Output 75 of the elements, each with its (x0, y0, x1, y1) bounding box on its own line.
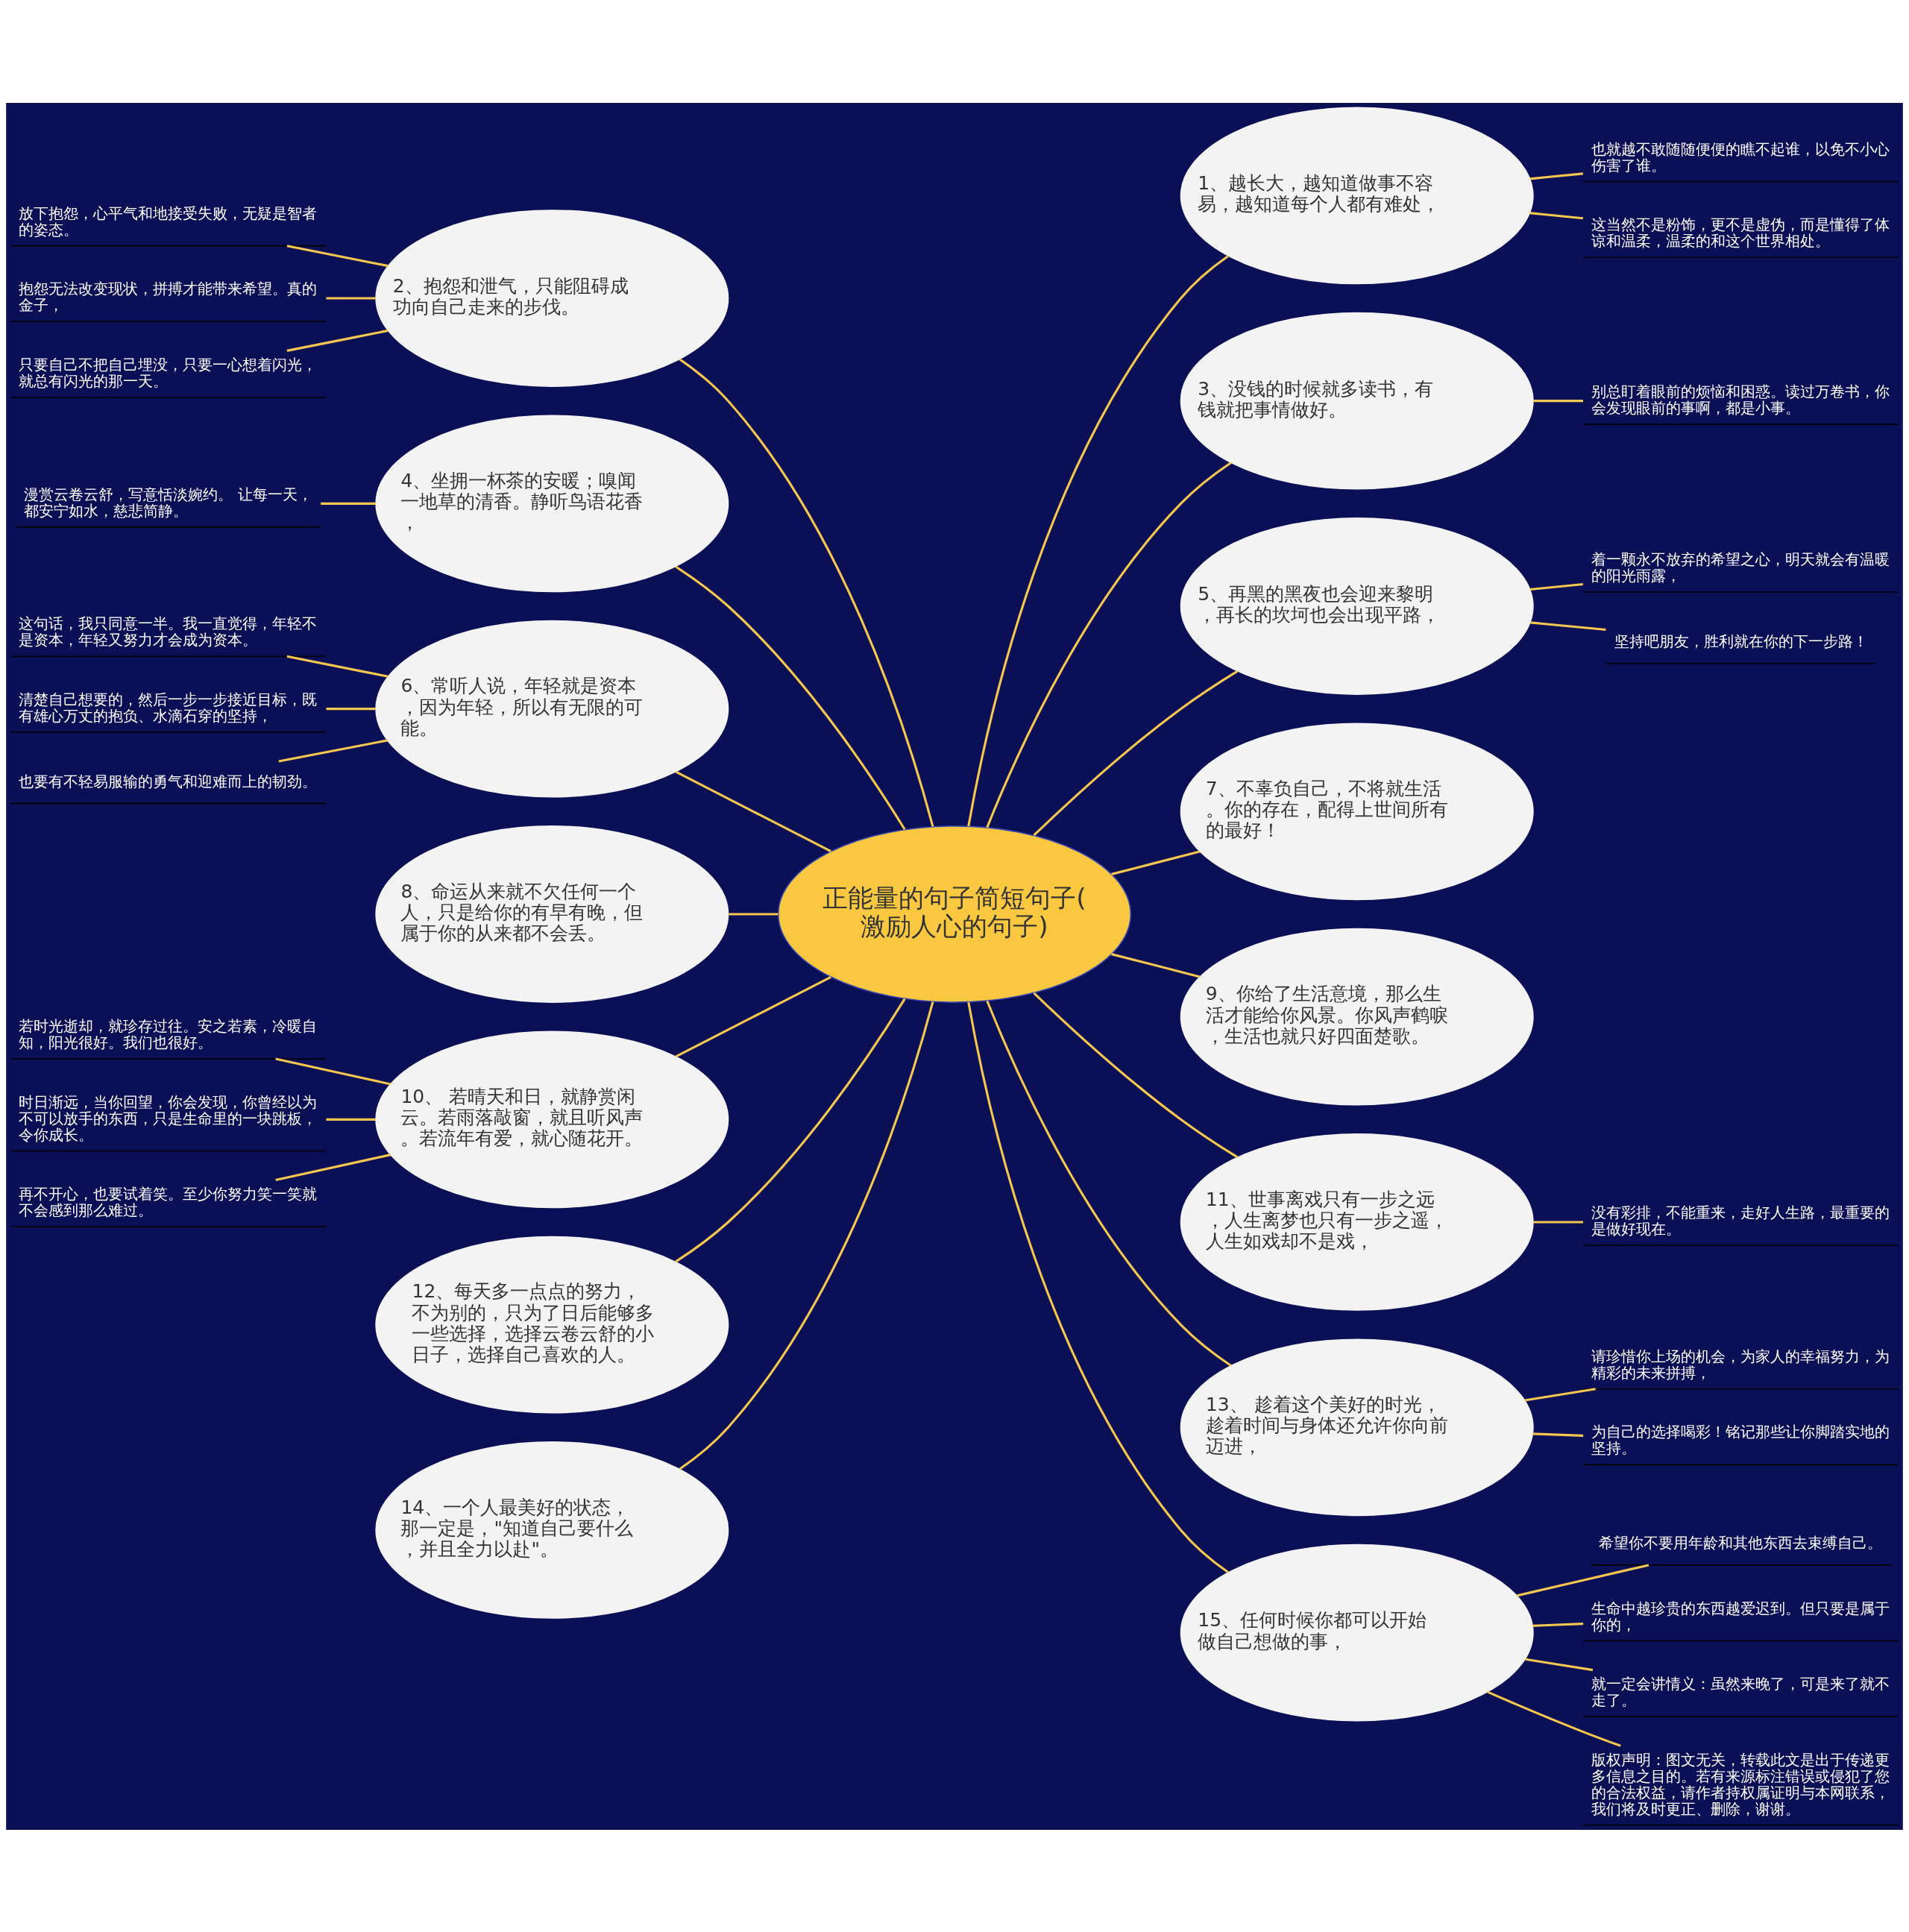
node-text: 版权声明：图文无关，转载此文是出于传递更多信息之目的。若有来源标注错误或侵犯了您的合法权益，请作者持权属证明与本网联系，我们将及时更正、删除，谢谢。 (1591, 1750, 1890, 1818)
node-ellipse: 4、坐拥一杯茶的安暖；嗅闻一地草的清香。静听鸟语花香， (375, 414, 729, 592)
connector (1533, 1220, 1583, 1224)
node-text: 也要有不轻易服输的勇气和迎难而上的韧劲。 (19, 772, 318, 790)
connector (967, 1001, 1229, 1573)
connector (286, 655, 389, 678)
connector (326, 707, 376, 710)
connector (1532, 1622, 1584, 1627)
node-ellipse: 13、 趁着这个美好的时光，趁着时间与身体还允许你向前迈进， (1180, 1338, 1534, 1516)
connector (1033, 992, 1239, 1158)
connector (1516, 1563, 1649, 1596)
connector (679, 357, 934, 827)
node-ellipse: 5、再黑的黑夜也会迎来黎明，再长的坎坷也会出现平路， (1180, 517, 1534, 695)
node-text: 希望你不要用年龄和其他东西去束缚自己。 (1599, 1533, 1883, 1552)
connector (675, 770, 831, 852)
connector (1529, 172, 1583, 180)
node-ellipse: 11、世事离戏只有一步之远，人生离梦也只有一步之遥，人生如戏却不是戏， (1180, 1133, 1534, 1311)
connector (986, 1000, 1232, 1367)
connector (1524, 1387, 1596, 1402)
node-text: 没有彩排，不能重来，走好人生路，最重要的是做好现在。 (1591, 1203, 1890, 1238)
connector (278, 738, 388, 763)
connector (1530, 620, 1606, 631)
node-text: 这句话，我只同意一半。我一直觉得，年轻不是资本，年轻又努力才会成为资本。 (19, 614, 318, 649)
node-text: 别总盯着眼前的烦恼和困惑。读过万卷书，你会发现眼前的事啊，都是小事。 (1591, 382, 1890, 417)
connector (286, 329, 389, 352)
node-ellipse: 8、命运从来就不欠任何一个人，只是给你的有早有晚，但属于你的从来都不会丢。 (375, 825, 729, 1003)
connector (1033, 670, 1239, 836)
node-text: 坚持吧朋友，胜利就在你的下一步路！ (1614, 632, 1868, 650)
connector (967, 254, 1229, 826)
connector (679, 1001, 934, 1470)
connector (675, 998, 906, 1262)
node-ellipse: 14、一个人最美好的状态，那一定是，"知道自己要什么，并且全力以赴"。 (375, 1441, 729, 1619)
node-text: 只要自己不把自己埋没，只要一心想着闪光，就总有闪光的那一天。 (19, 355, 318, 390)
node-ellipse: 10、 若晴天和日，就静赏闲云。若雨落敲窗，就且听风声。若流年有爱，就心随花开。 (375, 1030, 729, 1208)
node-ellipse: 2、抱怨和泄气，只能阻碍成功向自己走来的步伐。 (375, 209, 729, 387)
node-ellipse: 7、不辜负自己，不将就生活。你的存在，配得上世间所有的最好！ (1180, 722, 1534, 900)
node-text: 再不开心，也要试着笑。至少你努力笑一笑就不会感到那么难过。 (19, 1184, 318, 1219)
node-text: 为自己的选择喝彩！铭记那些让你脚踏实地的坚持。 (1591, 1422, 1890, 1457)
connector (986, 461, 1232, 828)
node-text: 清楚自己想要的，然后一步一步接近目标，既有雄心万丈的抱负、水滴石穿的坚持， (19, 690, 318, 725)
connector (675, 975, 831, 1057)
connector (275, 1153, 391, 1181)
node-text: 若时光逝却，就珍存过往。安之若素，冷暖自知，阳光很好。我们也很好。 (19, 1016, 318, 1051)
connector (1533, 399, 1583, 402)
node-text: 请珍惜你上场的机会，为家人的幸福努力，为精彩的未来拼搏， (1591, 1347, 1890, 1382)
connector (321, 502, 376, 505)
node-text: 抱怨无法改变现状，拼搏才能带来希望。真的金子， (19, 279, 318, 314)
node-ellipse: 3、没钱的时候就多读书，有钱就把事情做好。 (1180, 312, 1534, 490)
node-ellipse: 6、常听人说，年轻就是资本，因为年轻，所以有无限的可能。 (375, 620, 729, 798)
node-text: 时日渐远，当你回望，你会发现，你曾经以为不可以放手的东西，只是生命里的一块跳板，令你成长。 (19, 1092, 318, 1144)
node-text: 也就越不敢随随便便的瞧不起谁，以免不小心伤害了谁。 (1591, 139, 1890, 174)
connector (1532, 1432, 1584, 1437)
connector (1487, 1690, 1621, 1747)
connector (729, 912, 779, 916)
node-ellipse: 12、每天多一点点的努力，不为别的，只为了日后能够多一些选择，选择云卷云舒的小日子，选择自己喜欢的人。 (375, 1236, 729, 1414)
node-text: 生命中越珍贵的东西越爱迟到。但只要是属于你的， (1591, 1599, 1890, 1634)
node-ellipse: 15、任何时候你都可以开始做自己想做的事， (1180, 1544, 1534, 1721)
node-text: 着一颗永不放弃的希望之心，明天就会有温暖的阳光雨露， (1591, 550, 1890, 585)
connector (286, 244, 389, 267)
connector (1525, 1658, 1594, 1671)
connector (326, 296, 376, 300)
connector (275, 1057, 391, 1086)
connector (1529, 211, 1583, 219)
connector (675, 565, 906, 830)
node-text: 放下抱怨，心平气和地接受失败，无疑是智者的姿态。 (19, 204, 318, 239)
node-text: 这当然不是粉饰，更不是虚伪，而是懂得了体谅和温柔，温柔的和这个世界相处。 (1591, 215, 1890, 250)
node-ellipse: 1、越长大，越知道做事不容易，越知道每个人都有难处， (1180, 107, 1534, 284)
connector (1529, 582, 1583, 591)
connector (1111, 952, 1201, 978)
node-ellipse: 9、你给了生活意境，那么生活才能给你风景。你风声鹤唳，生活也就只好四面楚歌。 (1180, 928, 1534, 1106)
connector (1111, 850, 1201, 875)
node-ellipse: 正能量的句子简短句子(激励人心的句子) (778, 825, 1131, 1003)
node-text: 漫赏云卷云舒，写意恬淡婉约。 让每一天，都安宁如水，慈悲简静。 (24, 485, 312, 520)
node-text: 就一定会讲情义：虽然来晚了，可是来了就不走了。 (1591, 1674, 1890, 1709)
connector (326, 1118, 376, 1121)
